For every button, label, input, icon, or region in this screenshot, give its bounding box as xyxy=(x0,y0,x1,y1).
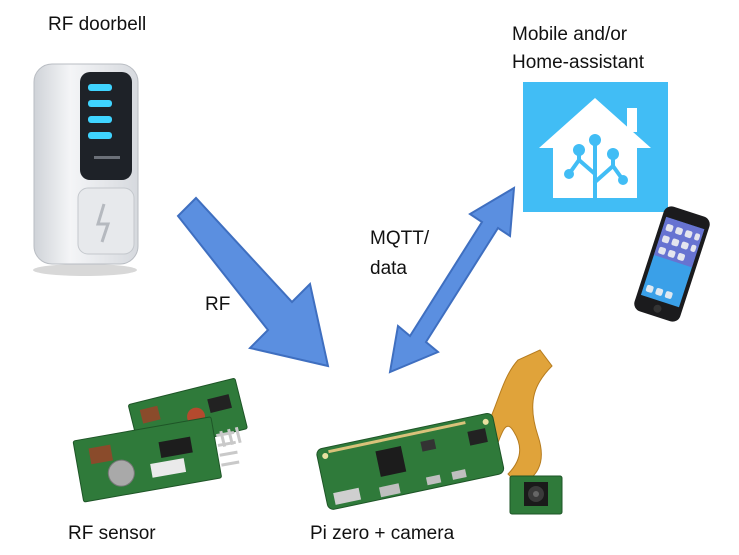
rf-arrow xyxy=(170,190,340,375)
mqtt-label-line2: data xyxy=(370,258,407,279)
rf-sensor-label: RF sensor xyxy=(68,523,156,544)
mqtt-double-arrow xyxy=(382,180,522,380)
rf-sensor-icon xyxy=(70,368,250,503)
mobile-label-line2: Home-assistant xyxy=(512,52,644,73)
mqtt-label-line1: MQTT/ xyxy=(370,228,430,249)
pi-camera-label: Pi zero + camera xyxy=(310,523,455,544)
doorbell-label: RF doorbell xyxy=(48,14,147,35)
home-assistant-logo-icon xyxy=(523,82,668,212)
rf-doorbell-icon xyxy=(20,58,150,278)
mobile-label-line1: Mobile and/or xyxy=(512,24,628,45)
pi-zero-camera-icon xyxy=(312,340,602,518)
rf-label: RF xyxy=(205,294,231,315)
smartphone-icon xyxy=(622,205,722,323)
